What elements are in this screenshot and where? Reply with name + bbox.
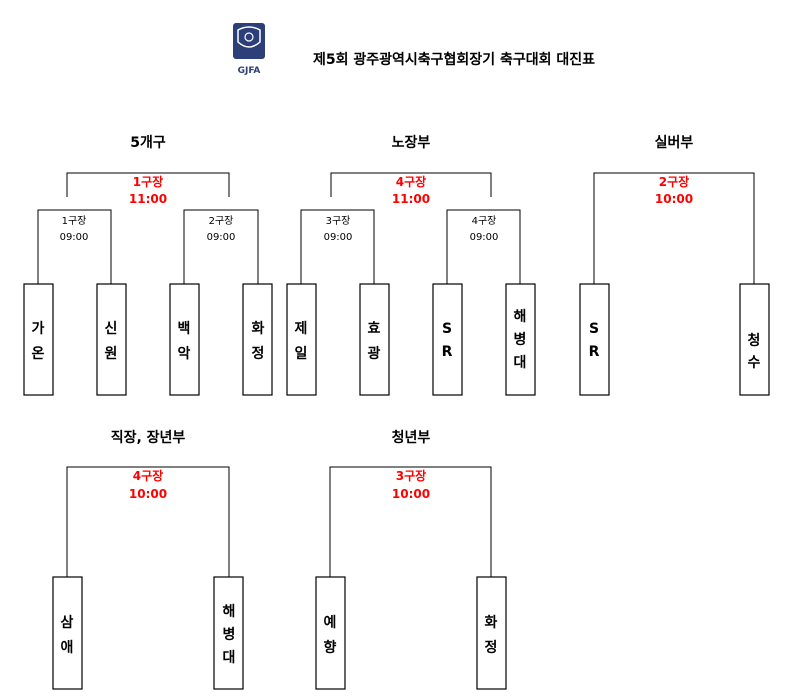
team-box: [169, 283, 200, 396]
team-char: 대: [514, 355, 527, 371]
team-box: [505, 283, 536, 396]
team-char: 청: [748, 333, 761, 349]
team-char: 일: [295, 346, 308, 362]
final-venue: 1구장: [133, 175, 163, 189]
team-char: 효: [368, 321, 381, 337]
team-char: 수: [748, 355, 761, 371]
team-box: [213, 576, 244, 690]
team-char: 정: [252, 345, 265, 362]
section-title-5gu: 5개구: [130, 135, 166, 151]
semi-time: 09:00: [470, 232, 499, 243]
semi-time: 09:00: [60, 232, 89, 243]
team-char: S: [442, 321, 452, 337]
team-box: [286, 283, 317, 396]
team-char: 해: [223, 604, 236, 620]
team-char: 신: [105, 321, 118, 337]
team-box: [242, 283, 273, 396]
section-title-youth: 청년부: [392, 430, 431, 446]
logo-text: GJFA: [238, 66, 261, 76]
final-venue: 4구장: [133, 469, 163, 483]
team-box: [23, 283, 54, 396]
semi-time: 09:00: [207, 232, 236, 243]
final-bracket-silver: [593, 172, 755, 284]
final-bracket-youth: [329, 466, 492, 577]
team-box: [432, 283, 463, 396]
team-char: 가: [32, 321, 45, 337]
semi-venue: 4구장: [472, 215, 497, 227]
section-title-nojang: 노장부: [392, 134, 431, 151]
semi-bracket: [446, 209, 521, 284]
team-char: 온: [32, 346, 45, 362]
semi-venue: 1구장: [62, 215, 87, 227]
lion-icon: [237, 26, 261, 48]
semi-bracket: [37, 209, 112, 284]
team-char: 악: [178, 345, 191, 362]
semi-bracket: [300, 209, 375, 284]
team-box: [359, 283, 390, 396]
final-time: 10:00: [392, 487, 430, 501]
team-char: 광: [368, 345, 381, 362]
section-title-silver: 실버부: [655, 134, 694, 151]
team-char: 해: [514, 309, 527, 325]
team-char: 원: [105, 346, 118, 362]
team-char: S: [589, 321, 599, 337]
semi-venue: 2구장: [209, 215, 234, 227]
page-title: 제5회 광주광역시축구협회장기 축구대회 대진표: [313, 51, 595, 68]
final-venue: 3구장: [396, 469, 426, 483]
final-venue: 2구장: [659, 175, 689, 189]
team-box: [579, 283, 610, 396]
team-char: 제: [295, 321, 308, 337]
team-char: 향: [324, 639, 337, 656]
final-venue: 4구장: [396, 175, 426, 189]
final-time: 10:00: [129, 487, 167, 501]
section-title-jikjang: 직장, 장년부: [111, 429, 186, 446]
team-box: [315, 576, 346, 690]
team-char: 삼: [61, 615, 74, 631]
team-char: 애: [61, 640, 74, 656]
team-char: 대: [223, 650, 236, 666]
final-bracket-jikjang: [66, 466, 230, 577]
final-bracket-5gu: [66, 172, 230, 197]
final-time: 10:00: [655, 192, 693, 206]
team-char: 예: [324, 615, 337, 631]
semi-time: 09:00: [324, 232, 353, 243]
semi-venue: 3구장: [326, 215, 351, 227]
semi-bracket: [183, 209, 259, 284]
team-box: [476, 576, 507, 690]
team-box: [96, 283, 127, 396]
final-time: 11:00: [392, 192, 430, 206]
team-char: 화: [252, 321, 265, 337]
team-char: R: [589, 344, 600, 360]
team-char: R: [442, 344, 453, 360]
final-time: 11:00: [129, 192, 167, 206]
team-char: 화: [485, 615, 498, 631]
gjfa-logo: GJFA: [233, 23, 265, 76]
team-char: 정: [485, 639, 498, 656]
final-bracket-nojang: [330, 172, 492, 197]
team-char: 백: [178, 321, 191, 337]
team-box: [52, 576, 83, 690]
team-char: 병: [514, 331, 527, 348]
team-char: 병: [223, 626, 236, 643]
team-box: [739, 283, 770, 396]
